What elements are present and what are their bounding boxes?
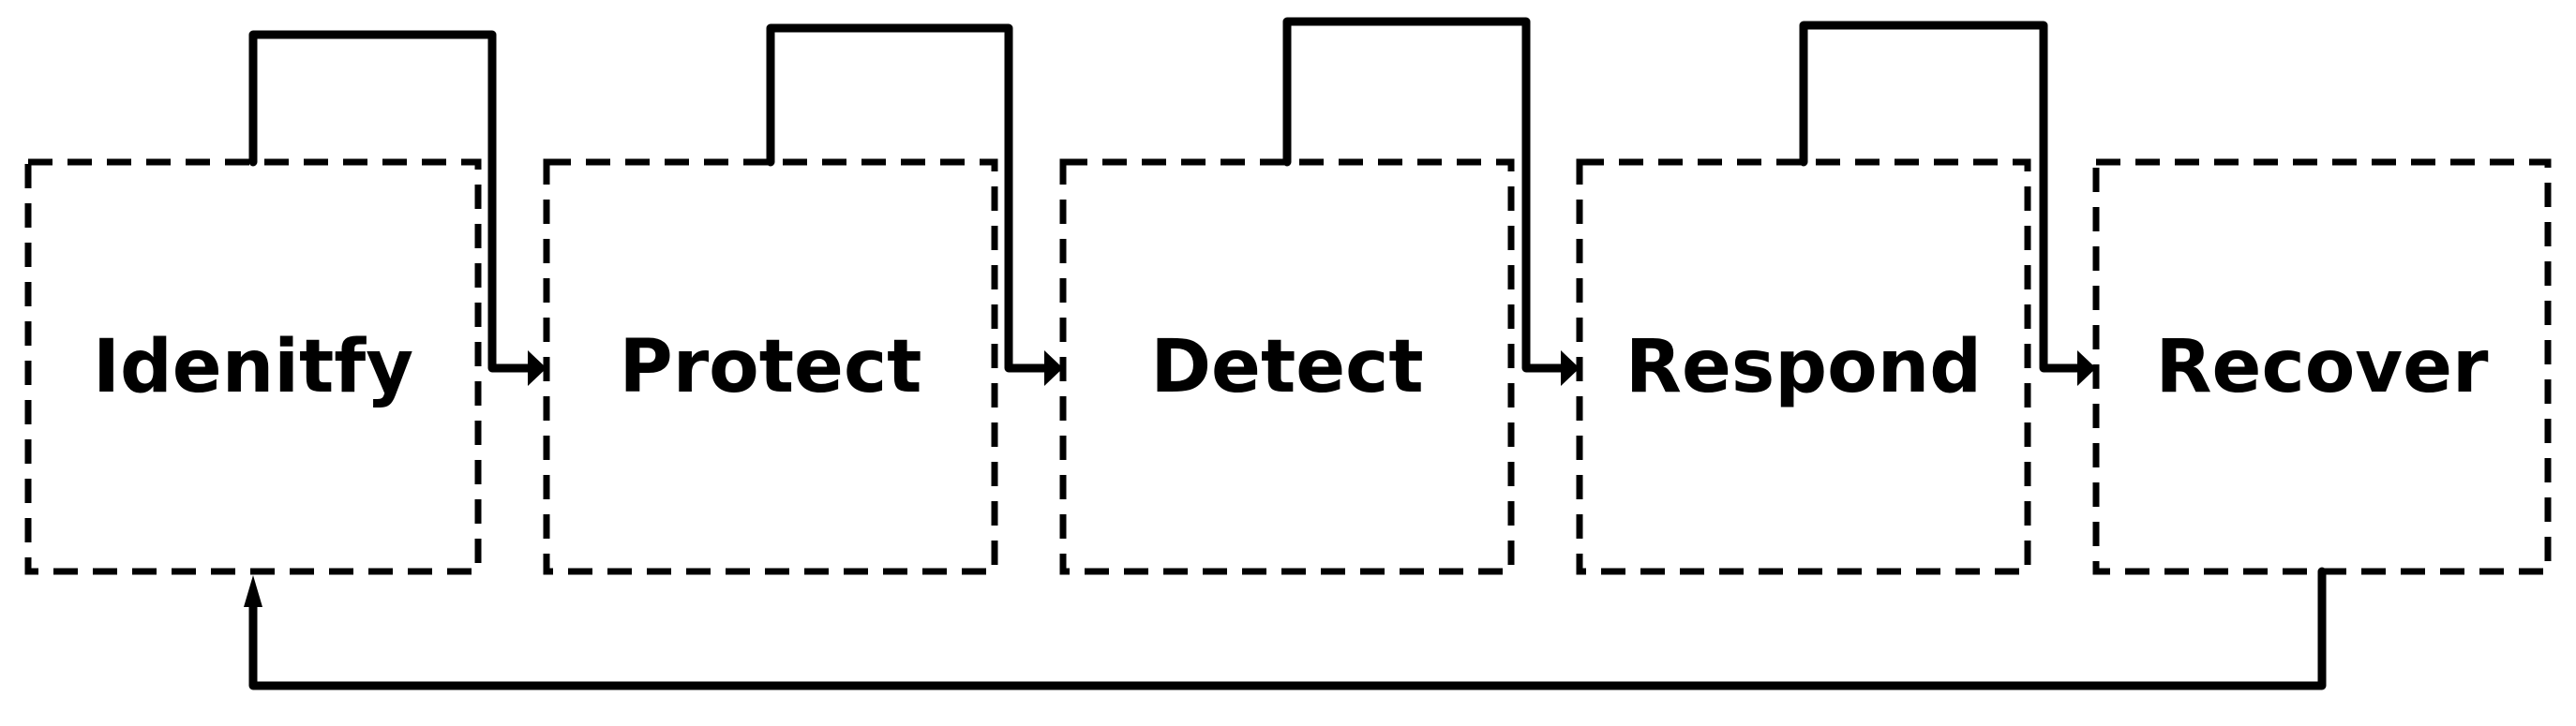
stage-box-detect xyxy=(1059,158,1515,575)
stage-label-recover: Recover xyxy=(2156,325,2490,409)
arrow-icon xyxy=(2077,350,2096,386)
connector-respond-to-recover xyxy=(1799,21,2084,373)
forward-connectors xyxy=(248,17,2084,373)
arrow-icon xyxy=(1044,350,1063,386)
stage-label-identify: Idenitfy xyxy=(93,325,413,409)
arrow-icon xyxy=(1561,350,1580,386)
stage-box-identify xyxy=(24,158,482,575)
stage-label-detect: Detect xyxy=(1150,325,1423,409)
feedback-loop xyxy=(244,567,2327,690)
stage-labels: Idenitfy Protect Detect Respond Recover xyxy=(93,325,2489,409)
connector-recover-to-identify xyxy=(248,567,2327,690)
stage-label-respond: Respond xyxy=(1625,325,1982,409)
arrow-icon xyxy=(528,350,547,386)
arrow-up-icon xyxy=(244,575,262,607)
connector-detect-to-respond xyxy=(1282,17,1567,373)
connector-protect-to-detect xyxy=(766,23,1051,373)
forward-arrowheads xyxy=(528,350,2096,386)
stage-label-protect: Protect xyxy=(620,325,922,409)
stage-box-respond xyxy=(1576,158,2031,575)
stage-box-protect xyxy=(543,158,998,575)
connector-identify-to-protect xyxy=(248,30,534,373)
